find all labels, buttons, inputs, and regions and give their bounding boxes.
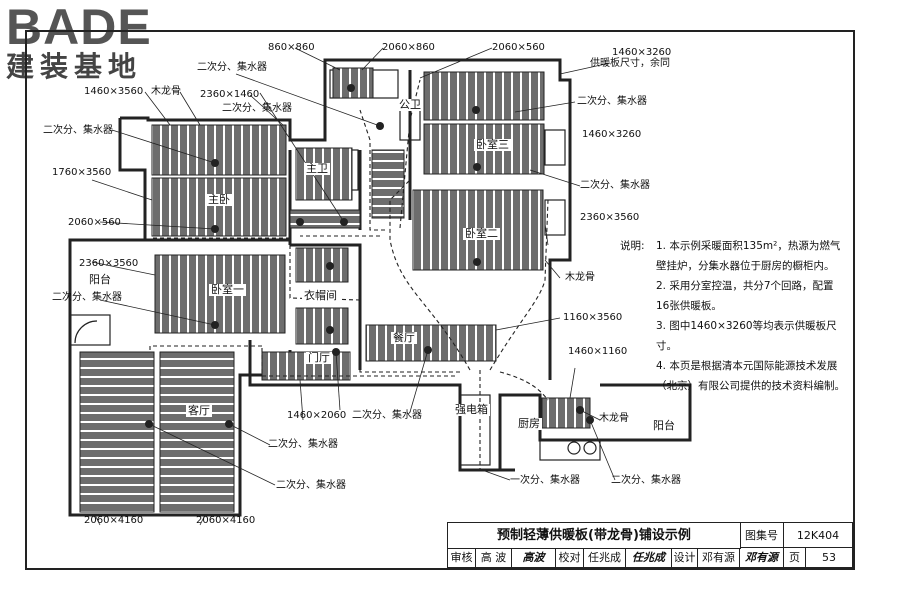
manifold-callout: 二次分、集水器 bbox=[611, 475, 681, 486]
note-item: 3. 图中1460×3260等均表示供暖板尺寸。 bbox=[656, 320, 837, 352]
room-balcony-west: 阳台 bbox=[87, 273, 113, 286]
room-kitchen: 厨房 bbox=[516, 417, 542, 430]
joist-callout: 木龙骨 bbox=[151, 86, 181, 97]
room-master-bath: 主卫 bbox=[304, 162, 330, 175]
manifold-callout: 二次分、集水器 bbox=[43, 125, 113, 136]
manifold-callout: 二次分、集水器 bbox=[580, 180, 650, 191]
leader-lines bbox=[91, 47, 616, 526]
note-item: 4. 本页是根据清本元国际能源技术发展（北京）有限公司提供的技术资料编制。 bbox=[656, 360, 845, 392]
note-item: 1. 本示例采暖面积135m²，热源为燃气壁挂炉，分集水器位于厨房的橱柜内。 bbox=[656, 240, 841, 272]
room-master-bedroom: 主卧 bbox=[206, 193, 232, 206]
room-bedroom-2: 卧室二 bbox=[463, 227, 500, 240]
room-bedroom-1: 卧室一 bbox=[209, 283, 246, 296]
notes-heading: 说明: bbox=[620, 240, 645, 252]
joist-callout: 木龙骨 bbox=[565, 272, 595, 283]
page-number: 53 bbox=[822, 551, 836, 564]
dim-label: 2360×1460 bbox=[200, 89, 260, 100]
atlas-number: 12K404 bbox=[784, 523, 852, 548]
manifold-callout: 二次分、集水器 bbox=[197, 62, 267, 73]
dim-label: 860×860 bbox=[268, 42, 315, 53]
manifold-callout: 二次分、集水器 bbox=[52, 292, 122, 303]
checker-signature: 任兆成 bbox=[626, 548, 672, 567]
room-balcony-east: 阳台 bbox=[651, 419, 677, 432]
dim-label: 1460×3560 bbox=[84, 86, 144, 97]
dim-label: 2060×560 bbox=[492, 42, 545, 53]
manifold-callout: 二次分、集水器 bbox=[352, 410, 422, 421]
drawing-title: 预制轻薄供暖板(带龙骨)铺设示例 bbox=[448, 523, 741, 549]
manifold-callout: 二次分、集水器 bbox=[268, 439, 338, 450]
room-foyer: 门厅 bbox=[306, 351, 332, 364]
design-notes: 说明: 1. 本示例采暖面积135m²，热源为燃气壁挂炉，分集水器位于厨房的橱柜… bbox=[620, 236, 845, 396]
dim-label: 2060×4160 bbox=[196, 515, 256, 526]
dim-label: 2360×3560 bbox=[580, 212, 640, 223]
dim-label: 1160×3560 bbox=[563, 312, 623, 323]
review-label: 审核 bbox=[448, 548, 476, 567]
dim-label: 1460×2060 bbox=[287, 410, 347, 421]
bade-logo: BADE 建装基地 bbox=[6, 0, 178, 86]
page-label: 页 bbox=[784, 548, 806, 567]
dim-label: 2360×3560 bbox=[79, 258, 139, 269]
reviewer-signature: 高波 bbox=[512, 548, 556, 567]
dim-label: 2060×560 bbox=[68, 217, 121, 228]
dim-label: 1460×1160 bbox=[568, 346, 628, 357]
dim-label: 1460×3260 bbox=[582, 129, 642, 140]
joist-callout: 木龙骨 bbox=[599, 413, 629, 424]
designer-name: 邓有源 bbox=[698, 548, 740, 567]
checker-name: 任兆成 bbox=[584, 548, 626, 567]
reviewer-name: 高 波 bbox=[476, 548, 512, 567]
manifold-callout: 二次分、集水器 bbox=[222, 103, 292, 114]
manifold-callout: 二次分、集水器 bbox=[276, 480, 346, 491]
dim-label: 2060×860 bbox=[382, 42, 435, 53]
primary-manifold-callout: 一次分、集水器 bbox=[510, 475, 580, 486]
room-dining: 餐厅 bbox=[391, 331, 417, 344]
check-label: 校对 bbox=[556, 548, 584, 567]
title-block: 预制轻薄供暖板(带龙骨)铺设示例 图集号 12K404 审核 高 波 高波 校对… bbox=[447, 522, 853, 568]
designer-signature: 邓有源 bbox=[740, 548, 784, 567]
manifold-callout: 二次分、集水器 bbox=[577, 96, 647, 107]
logo-subtitle: 建装基地 bbox=[6, 50, 143, 83]
note-item: 2. 采用分室控温，共分7个回路，配置16张供暖板。 bbox=[656, 280, 834, 312]
design-label: 设计 bbox=[672, 548, 698, 567]
dim-label: 1460×3260 bbox=[612, 47, 672, 58]
drawing-frame bbox=[25, 30, 855, 570]
panel-size-callout: 供暖板尺寸，余同 bbox=[590, 58, 670, 69]
dim-label: 2060×4160 bbox=[84, 515, 144, 526]
logo-wordmark: BADE bbox=[6, 0, 152, 55]
heating-pipes bbox=[149, 79, 549, 471]
room-bedroom-3: 卧室三 bbox=[474, 138, 511, 151]
room-cloakroom: 衣帽间 bbox=[302, 289, 339, 302]
atlas-label: 图集号 bbox=[740, 523, 784, 548]
room-public-bath: 公卫 bbox=[397, 98, 423, 111]
room-living: 客厅 bbox=[186, 404, 212, 417]
room-electric-box: 强电箱 bbox=[453, 403, 490, 416]
dim-label: 1760×3560 bbox=[52, 167, 112, 178]
